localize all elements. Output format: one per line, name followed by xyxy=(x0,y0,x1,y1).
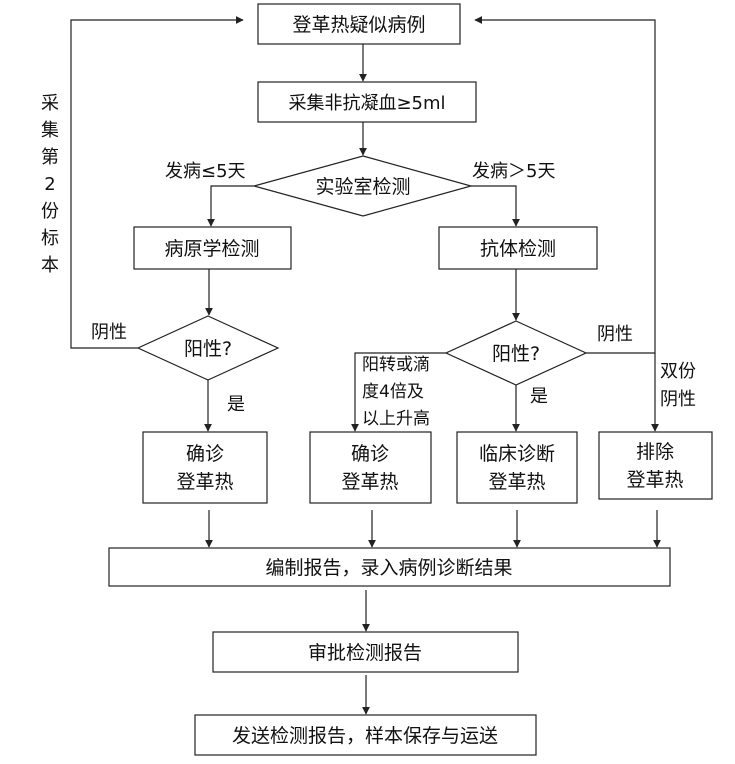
node-compile-report-label: 编制报告，录入病例诊断结果 xyxy=(265,557,512,579)
node-confirm-2: 确诊 登革热 xyxy=(309,431,432,504)
label-second-sample-char: 第 xyxy=(41,147,59,168)
node-review-report-label: 审批检测报告 xyxy=(308,642,422,664)
node-positive-right-label: 阳性? xyxy=(492,343,540,365)
node-send-report-label: 发送检测报告，样本保存与运送 xyxy=(232,725,498,747)
node-positive-left-label: 阳性? xyxy=(184,338,232,360)
label-seroconversion: 阳转或滴 度4倍及 以上升高 xyxy=(362,355,430,429)
label-seroconversion-line3: 以上升高 xyxy=(362,409,430,429)
arrow-lab-to-antibody xyxy=(471,185,520,227)
label-second-sample-char: 标 xyxy=(41,228,59,249)
node-review-report: 审批检测报告 xyxy=(212,631,519,673)
node-collect-blood: 采集非抗凝血≥5ml xyxy=(257,81,477,123)
arrow-positive-right-negative-loop xyxy=(474,16,656,354)
label-seroconversion-line2: 度4倍及 xyxy=(362,382,424,402)
label-onset-le5: 发病≤5天 xyxy=(165,161,246,182)
node-exclude: 排除 登革热 xyxy=(598,431,713,500)
arrow-seroconversion-to-confirm xyxy=(351,352,446,432)
arrow-lab-to-pathogen xyxy=(207,185,254,227)
node-pathogen-test-label: 病原学检测 xyxy=(164,238,259,260)
node-exclude-line1: 排除 xyxy=(636,441,674,463)
node-lab-test-label: 实验室检测 xyxy=(315,176,410,198)
label-seroconversion-line1: 阳转或滴 xyxy=(362,355,430,375)
label-second-sample-char: 份 xyxy=(41,201,59,222)
label-double-negative-line2: 阴性 xyxy=(660,389,696,410)
node-clinical-diagnosis-line2: 登革热 xyxy=(488,471,545,493)
node-confirm-2-line1: 确诊 xyxy=(351,443,389,465)
node-clinical-diagnosis: 临床诊断 登革热 xyxy=(456,431,578,504)
node-suspect-case-label: 登革热疑似病例 xyxy=(292,14,425,36)
node-compile-report: 编制报告，录入病例诊断结果 xyxy=(108,547,671,587)
label-second-sample: 采 集 第 2 份 标 本 xyxy=(41,93,59,276)
node-collect-blood-label: 采集非抗凝血≥5ml xyxy=(288,93,445,114)
label-negative-right: 阴性 xyxy=(597,324,633,345)
node-confirm-1-line2: 登革热 xyxy=(176,471,233,493)
node-antibody-test: 抗体检测 xyxy=(438,226,598,270)
label-second-sample-char: 2 xyxy=(44,174,55,195)
label-double-negative: 双份 阴性 xyxy=(660,361,696,410)
node-pathogen-test: 病原学检测 xyxy=(133,226,292,270)
label-onset-gt5: 发病＞5天 xyxy=(472,161,555,182)
node-clinical-diagnosis-line1: 临床诊断 xyxy=(479,443,555,465)
label-yes-left: 是 xyxy=(227,394,245,415)
label-second-sample-char: 集 xyxy=(41,120,59,141)
node-lab-test: 实验室检测 xyxy=(251,155,474,217)
node-confirm-1: 确诊 登革热 xyxy=(142,431,268,504)
node-confirm-1-line1: 确诊 xyxy=(186,443,224,465)
label-second-sample-char: 采 xyxy=(41,93,59,114)
node-send-report: 发送检测报告，样本保存与运送 xyxy=(194,714,537,756)
node-positive-left: 阳性? xyxy=(136,315,280,381)
node-antibody-test-label: 抗体检测 xyxy=(480,238,556,260)
label-double-negative-line1: 双份 xyxy=(660,361,696,382)
label-negative-left: 阴性 xyxy=(91,322,127,343)
node-positive-right: 阳性? xyxy=(444,320,588,386)
label-second-sample-char: 本 xyxy=(41,255,59,276)
label-yes-right: 是 xyxy=(530,386,548,407)
node-suspect-case: 登革热疑似病例 xyxy=(257,3,461,45)
node-exclude-line2: 登革热 xyxy=(626,469,683,491)
arrow-positive-left-negative-loop xyxy=(70,16,244,349)
node-confirm-2-line2: 登革热 xyxy=(341,471,398,493)
